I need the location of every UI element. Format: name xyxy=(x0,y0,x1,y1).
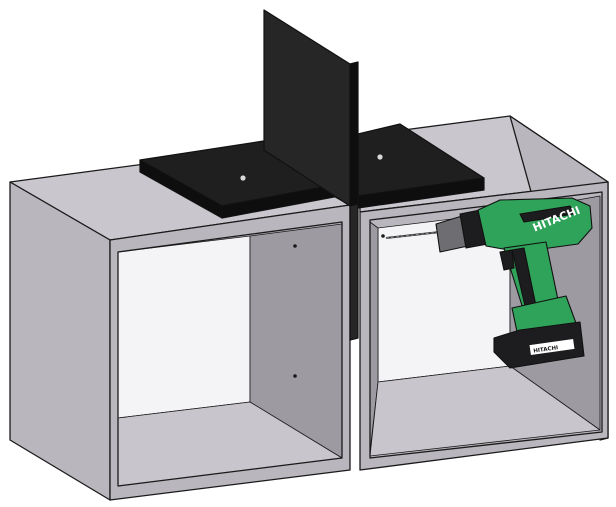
jig-fence xyxy=(263,9,359,341)
drill-icon xyxy=(385,197,593,369)
right-cabinet-inner-bottom xyxy=(369,365,601,457)
dowel-hole-upper xyxy=(293,244,297,248)
dowel-hole-lower xyxy=(293,374,297,378)
left-cabinet-back-panel xyxy=(117,235,251,419)
left-cabinet-opening xyxy=(117,221,343,487)
pilot-hole xyxy=(381,234,385,238)
left-cabinet xyxy=(9,149,351,501)
battery-brand: HITACHI xyxy=(533,345,559,354)
